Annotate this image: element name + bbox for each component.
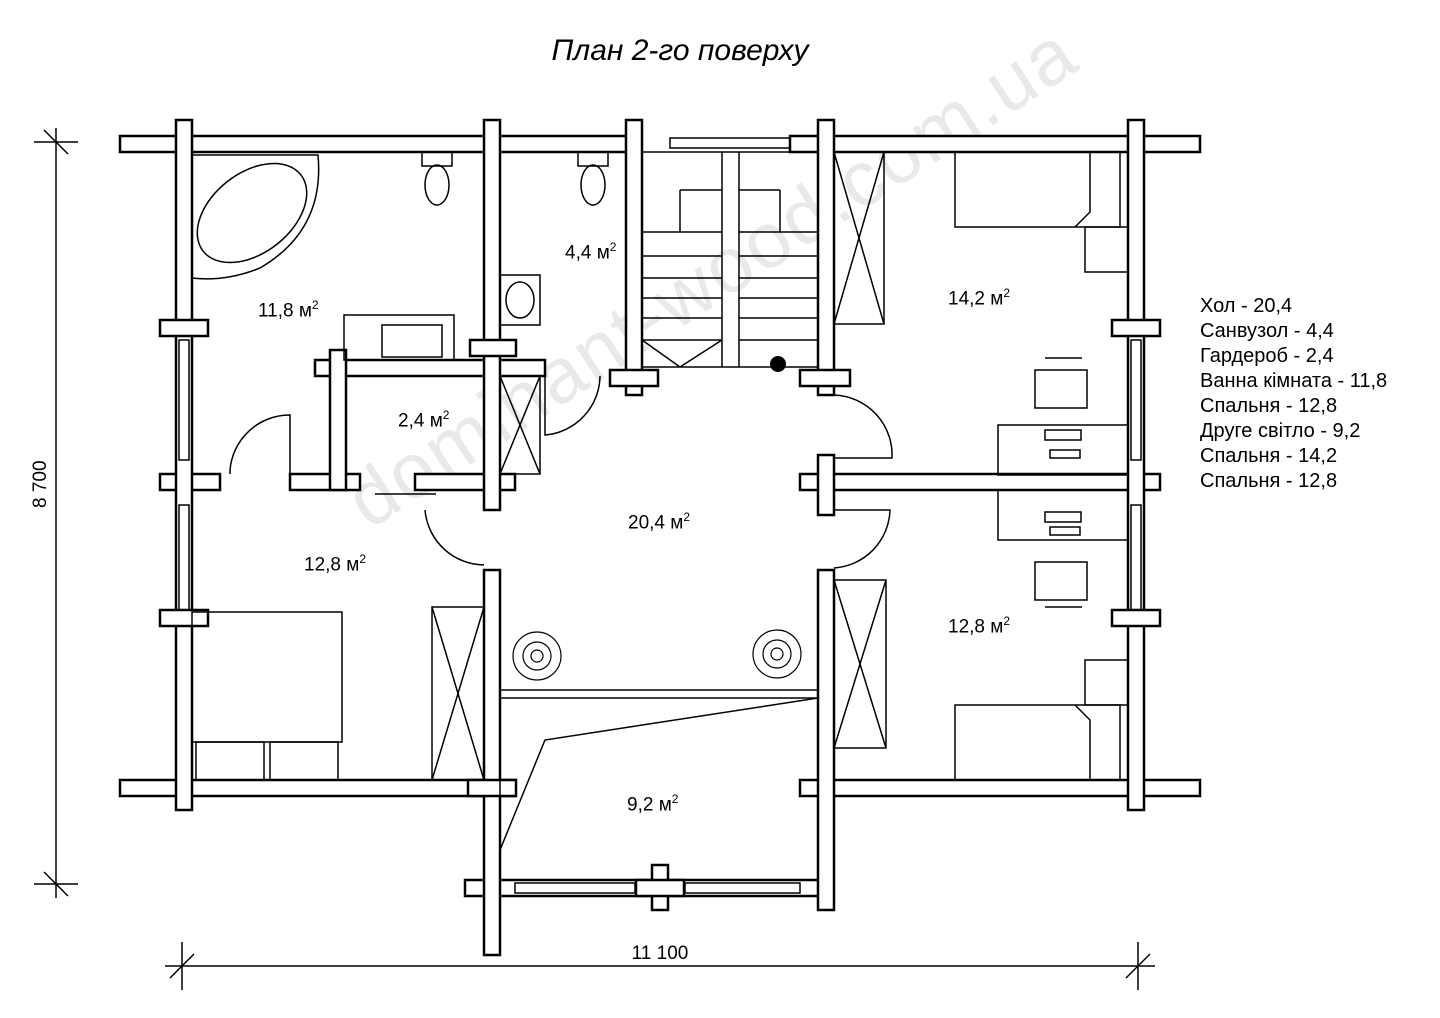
toilet-2 (580, 164, 606, 206)
wall-v-porch-left (482, 568, 502, 957)
stair-post (770, 356, 786, 372)
room-label-wc: 4,4 м2 (565, 240, 617, 264)
wall-v-hall-right (816, 453, 836, 517)
page-title: План 2-го поверху (551, 34, 809, 67)
wall-v-2 (482, 118, 502, 512)
wall-v-porch-right (816, 568, 836, 912)
window-top-stair (669, 137, 791, 149)
toilet-1 (424, 164, 450, 206)
legend-item: Гардероб - 2,4 (1200, 345, 1334, 367)
wall-v-wardrobe (328, 348, 348, 492)
room-label-bathroom: 11,8 м2 (258, 298, 319, 322)
wardrobe-left (431, 606, 485, 781)
door-hall-left (424, 509, 485, 566)
dimension-width: 11 100 (631, 943, 689, 964)
desk-bottom (997, 489, 1129, 541)
vanity (343, 314, 455, 361)
bathtub (191, 154, 320, 280)
room-label-bedroom-top-right: 14,2 м2 (948, 286, 1011, 310)
door-bath (229, 414, 291, 474)
wall-right (1126, 118, 1146, 812)
legend-item: Спальня - 14,2 (1200, 445, 1338, 467)
wall-top-left (118, 134, 642, 154)
second-light-rail (499, 689, 819, 699)
window-right-1 (1130, 339, 1142, 461)
room-label-bedroom-bottom-right: 12,8 м2 (948, 614, 1011, 638)
door-wardrobe (544, 375, 601, 436)
wardrobe-hall (499, 375, 541, 475)
wall-mid-right (798, 472, 1162, 492)
bed-left (191, 611, 343, 743)
door-bed-br (833, 509, 891, 569)
plant-2 (752, 629, 802, 679)
room-legend: Хол - 20,4 Санвузол - 4,4 Гардероб - 2,4… (1200, 294, 1387, 494)
wall-v-3 (624, 118, 644, 397)
bed-bottom-right (954, 704, 1121, 781)
room-label-wardrobe: 2,4 м2 (398, 408, 450, 432)
desk-top (997, 424, 1129, 476)
wall-left (174, 118, 194, 812)
bed-top-right (954, 151, 1121, 228)
window-left-2 (178, 504, 190, 611)
wardrobe-top-right (833, 151, 885, 325)
door-bed-tr (833, 394, 893, 459)
wardrobe-bottom-right (833, 579, 887, 749)
legend-item: Друге світло - 9,2 (1200, 420, 1361, 442)
room-label-second-light: 9,2 м2 (627, 792, 679, 816)
window-porch-right (684, 882, 801, 894)
plant-1 (512, 631, 562, 681)
stairs (641, 151, 819, 368)
window-porch-left (514, 882, 636, 894)
room-label-hall: 20,4 м2 (628, 510, 691, 534)
wall-v-4 (816, 118, 836, 397)
wall-bath-bottom (313, 358, 547, 378)
room-label-bedroom-left: 12,8 м2 (304, 552, 367, 576)
legend-item: Санвузол - 4,4 (1200, 320, 1334, 342)
legend-item: Спальня - 12,8 (1200, 395, 1338, 417)
legend-item: Хол - 20,4 (1200, 295, 1293, 317)
window-right-2 (1130, 504, 1142, 611)
legend-item: Спальня - 12,8 (1200, 470, 1338, 492)
dimension-height: 8 700 (30, 460, 51, 508)
window-left-1 (178, 339, 190, 461)
wall-mid-left-b (288, 472, 362, 492)
legend-item: Ванна кімната - 11,8 (1200, 370, 1388, 392)
